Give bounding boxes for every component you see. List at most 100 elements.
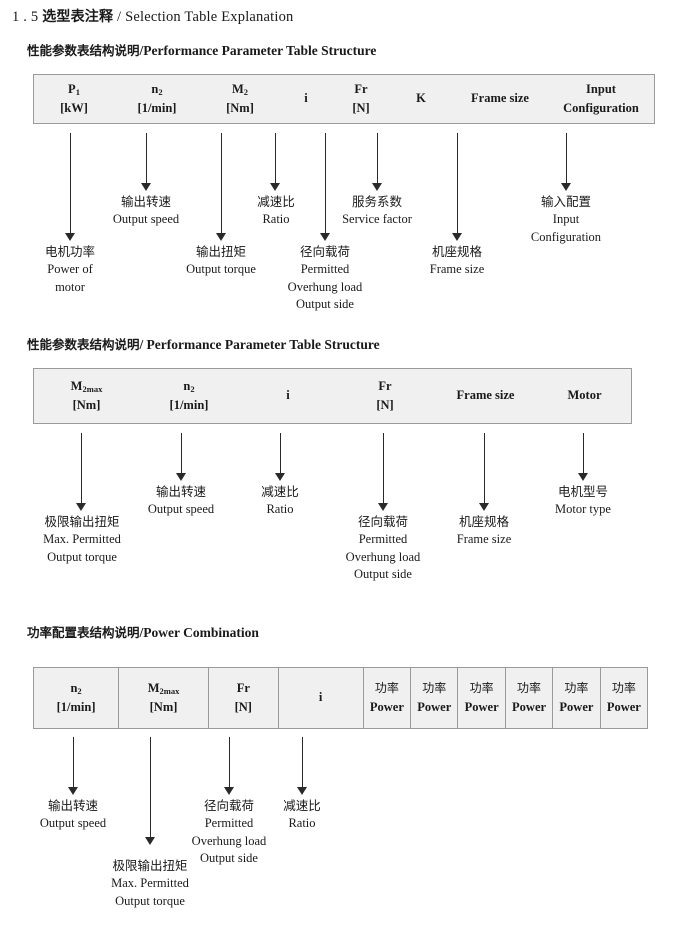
- note-cn: 电机功率: [44, 244, 95, 259]
- note-en-1: Frame size: [429, 261, 485, 276]
- note-ratio-3: 减速比 Ratio: [252, 797, 352, 833]
- column-symbol: n2: [151, 81, 163, 97]
- arrow-to-note-power-of-motor: [65, 133, 76, 241]
- page-title-number: 1 . 5: [12, 9, 39, 25]
- section-heading-1: 性能参数表结构说明/Performance Parameter Table St…: [27, 40, 376, 59]
- arrow-to-note-ratio-2: [275, 433, 286, 481]
- note-output-speed-3: 输出转速 Output speed: [23, 797, 123, 833]
- column-unit: [kW]: [60, 101, 88, 115]
- power-table-column-10: 功率 Power: [599, 668, 647, 728]
- page-title-en: Selection Table Explanation: [125, 9, 294, 25]
- column-unit: [1/min]: [137, 101, 177, 115]
- column-unit: [N]: [352, 101, 370, 115]
- column-symbol: P1: [68, 81, 80, 97]
- power-table-column-9: 功率 Power: [552, 668, 599, 728]
- note-cn: 输出转速: [120, 194, 171, 209]
- note-frame-size-2: 机座规格 Frame size: [434, 513, 534, 549]
- column-unit: Power: [606, 700, 641, 714]
- perf-table-1-column-2: n2 [1/min]: [114, 75, 200, 123]
- arrow-to-note-service-factor: [372, 133, 383, 191]
- column-symbol: Frame size: [456, 388, 515, 403]
- note-cn: 极限输出扭矩: [112, 858, 188, 873]
- note-input-configuration: 输入配置 Input Configuration: [516, 193, 616, 246]
- note-en-1: Ratio: [288, 815, 316, 830]
- power-table-column-3: Fr[N]: [207, 668, 278, 728]
- column-unit: Power: [559, 700, 594, 714]
- note-cn: 机座规格: [431, 244, 482, 259]
- section-heading-2-en: Performance Parameter Table Structure: [146, 337, 380, 352]
- note-en-1: Permitted: [204, 815, 254, 830]
- note-cn: 输出转速: [155, 484, 206, 499]
- note-en-1: Ratio: [262, 211, 290, 226]
- note-cn: 径向载荷: [299, 244, 350, 259]
- column-symbol: M2max: [147, 680, 180, 696]
- note-en-1: Input: [552, 211, 580, 226]
- section-heading-3-sep: /: [139, 625, 144, 640]
- arrow-to-note-input-configuration: [561, 133, 572, 191]
- note-en-1: Max. Permitted: [111, 875, 189, 890]
- arrow-to-note-overhung-load-2: [378, 433, 389, 511]
- note-max-output-torque-2: 极限输出扭矩 Max. Permitted Output torque: [26, 513, 138, 566]
- section-heading-3: 功率配置表结构说明/Power Combination: [27, 622, 259, 641]
- perf-table-1-column-4: i: [280, 75, 332, 123]
- note-en-2: Configuration: [530, 229, 602, 244]
- column-symbol: 功率: [469, 680, 494, 695]
- note-cn: 减速比: [283, 798, 321, 813]
- arrow-to-note-output-speed-3: [68, 737, 79, 795]
- perf-table-2-column-5: Frame size: [433, 369, 538, 423]
- column-symbol: n2: [183, 378, 195, 394]
- power-combination-table: n2 [1/min] M2max [Nm] Fr[N] i 功率 Power 功率 Power 功率…: [33, 667, 648, 729]
- arrow-to-note-max-output-torque-2: [76, 433, 87, 511]
- note-en-2: Output torque: [47, 549, 117, 564]
- note-cn: 径向载荷: [357, 514, 408, 529]
- power-table-column-4: i: [277, 668, 363, 728]
- note-cn: 机座规格: [458, 514, 509, 529]
- arrow-to-note-output-torque: [216, 133, 227, 241]
- note-ratio-2: 减速比 Ratio: [230, 483, 330, 519]
- column-symbol: i: [304, 91, 308, 106]
- note-power-of-motor: 电机功率 Power of motor: [20, 243, 120, 296]
- arrow-to-note-ratio-1: [270, 133, 281, 191]
- note-en-1: Ratio: [266, 501, 294, 516]
- column-unit: [Nm]: [149, 700, 178, 714]
- note-en-1: Max. Permitted: [43, 531, 121, 546]
- note-cn: 减速比: [261, 484, 299, 499]
- note-motor-type: 电机型号 Motor type: [533, 483, 633, 519]
- note-max-output-torque-3: 极限输出扭矩 Max. Permitted Output torque: [94, 857, 206, 910]
- note-cn: 极限输出扭矩: [44, 514, 120, 529]
- note-en-2: Output torque: [115, 893, 185, 908]
- column-symbol: n2: [70, 680, 82, 696]
- column-unit: [Nm]: [226, 101, 254, 115]
- note-output-speed-2: 输出转速 Output speed: [131, 483, 231, 519]
- column-symbol: 功率: [422, 680, 447, 695]
- perf-table-2-column-2: n2[1/min]: [139, 369, 239, 423]
- column-unit: [1/min]: [56, 700, 96, 714]
- section-heading-1-cn: 性能参数表结构说明: [27, 43, 140, 58]
- note-cn: 服务系数: [351, 194, 402, 209]
- column-symbol: K: [416, 91, 426, 106]
- section-heading-1-en: Performance Parameter Table Structure: [143, 43, 377, 58]
- column-unit: Power: [369, 700, 404, 714]
- note-en-1: Motor type: [555, 501, 611, 516]
- column-symbol: 功率: [611, 680, 636, 695]
- note-en-2: motor: [55, 279, 85, 294]
- section-heading-1-sep: /: [139, 43, 144, 58]
- arrow-to-note-ratio-3: [297, 737, 308, 795]
- note-en-1: Permitted: [358, 531, 408, 546]
- section-heading-2-sep: /: [139, 337, 144, 352]
- note-en-1: Output speed: [147, 501, 215, 516]
- column-symbol: 功率: [564, 680, 589, 695]
- column-symbol: 功率: [374, 680, 399, 695]
- column-unit: Power: [464, 700, 499, 714]
- note-service-factor: 服务系数 Service factor: [324, 193, 430, 229]
- page-title: 1 . 5 选型表注释 / Selection Table Explanatio…: [12, 6, 294, 26]
- note-output-speed-1: 输出转速 Output speed: [96, 193, 196, 229]
- power-table-column-1: n2 [1/min]: [34, 668, 118, 728]
- note-output-torque: 输出扭矩 Output torque: [171, 243, 271, 279]
- power-table-column-5: 功率 Power: [362, 668, 410, 728]
- column-symbol: i: [318, 690, 323, 705]
- column-unit: Configuration: [563, 101, 639, 115]
